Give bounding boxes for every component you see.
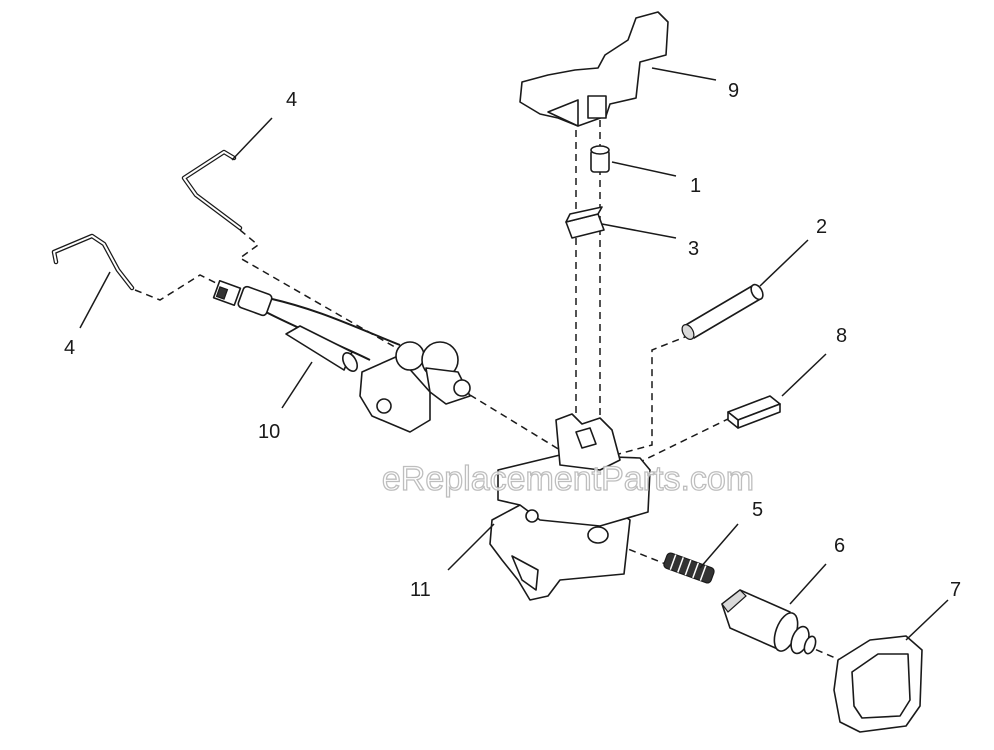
rod-lower-outline [51,233,135,291]
callout-1: 1 [690,175,701,197]
callout-9: 9 [728,80,739,102]
assembly-lines [134,120,841,661]
leader-8 [781,353,827,397]
part-10-solenoid-assembly [212,279,471,433]
part-3-clip [565,206,605,239]
part-11-latch-housing [489,413,651,601]
rod-lower-inner [53,235,133,289]
connector-pins [215,286,229,300]
leader-6 [789,563,827,605]
assembly-line-pin [614,334,691,456]
part-6-plunger [721,589,817,655]
solenoid-coil-left [395,341,425,371]
plunger-face [721,589,747,613]
housing-catch-notch [575,427,597,449]
callout-4-lower: 4 [64,337,75,359]
leader-4-lower [79,271,111,329]
solenoid-mount-boss [376,398,392,414]
solenoid-sleeve [285,325,353,371]
assembly-line-spring [617,544,669,566]
leader-11 [447,523,495,571]
callout-7: 7 [950,579,961,601]
bracket-slot [587,95,607,119]
callout-10: 10 [258,421,280,443]
assembly-line-rod-upper [238,229,401,351]
watermark-text: eReplacementParts.com [382,460,754,498]
leader-3 [601,223,677,239]
leader-7 [905,599,949,641]
leader-1 [611,161,677,177]
housing-hole [525,509,539,523]
key-end [727,411,739,429]
part-4-rod-lower [51,233,135,291]
leader-lines [79,67,949,641]
leader-5 [699,523,739,569]
part-9-bracket [519,11,669,127]
knob-face [851,653,911,719]
part-8-key [727,395,781,429]
assembly-line-key [639,417,731,463]
assembly-line-rod-lower [134,274,221,301]
housing-tab [511,555,539,591]
callout-6: 6 [834,535,845,557]
spring-turns [669,554,707,581]
callout-5: 5 [752,499,763,521]
solenoid-sleeve-end [341,352,359,372]
part-2-pin [681,283,764,340]
callout-2: 2 [816,216,827,238]
leader-9 [651,67,717,81]
leader-2 [759,239,809,287]
leader-10 [281,361,313,409]
callout-8: 8 [836,325,847,347]
part-1-bushing [590,145,610,173]
plunger-tip [803,635,817,655]
callout-labels: 9 1 3 2 8 4 4 10 5 6 7 11 [64,80,961,601]
pin-body [683,285,763,339]
part-7-knob [833,635,923,733]
pin-end [750,283,764,301]
part-4-rod-upper [181,149,243,231]
harness-wire-1 [267,297,401,346]
callout-11: 11 [410,579,431,601]
assembly-line-solenoid [469,394,561,451]
part-5-spring [663,552,715,584]
pin-tip [681,324,695,340]
bracket-body [519,11,669,127]
clip-top [565,206,603,223]
leader-4-upper [231,117,273,161]
callout-3: 3 [688,238,699,260]
callout-4-upper: 4 [286,89,297,111]
bracket-flap [547,99,579,127]
solenoid-plunger [453,379,471,397]
connector-housing [237,285,273,317]
bushing-top [590,145,610,155]
rod-upper-inner [183,151,241,229]
solenoid-body [359,355,431,433]
housing-bore [587,526,609,544]
